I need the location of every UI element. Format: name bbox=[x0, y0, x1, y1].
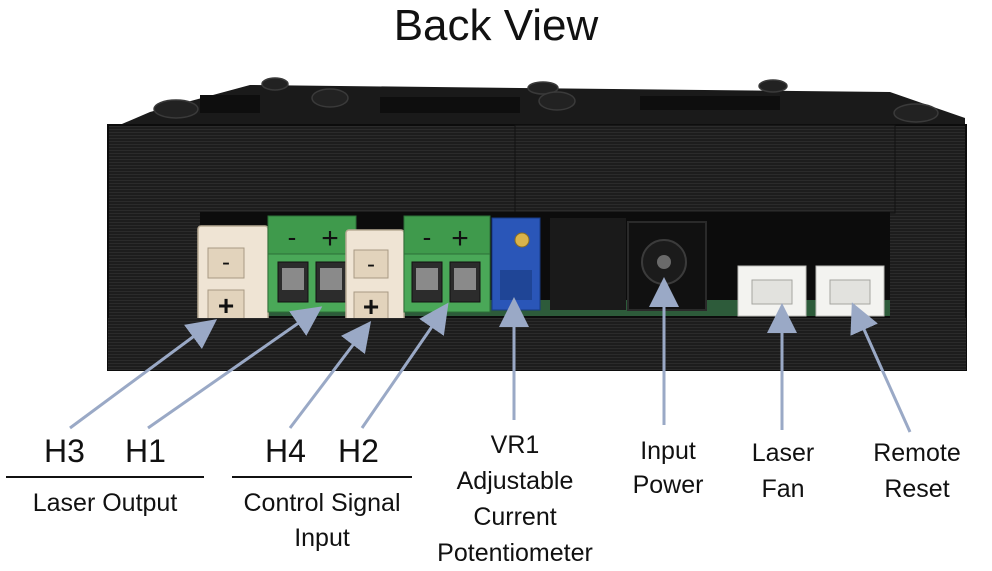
label-vr1-line2: Adjustable bbox=[456, 467, 574, 495]
connector-h4: - + bbox=[345, 229, 405, 329]
page-title: Back View bbox=[393, 1, 599, 50]
label-h1: H1 bbox=[125, 433, 166, 469]
label-remote-reset-line1: Remote bbox=[873, 439, 961, 467]
callout-arrows bbox=[69, 277, 912, 433]
h4-minus-glyph: - bbox=[367, 251, 375, 278]
dc-power-jack bbox=[627, 221, 707, 311]
h2-minus-glyph: - bbox=[423, 222, 432, 252]
underline-laser-output bbox=[6, 476, 204, 478]
label-h4: H4 bbox=[265, 433, 306, 469]
enclosure-bottom-lip bbox=[108, 318, 966, 370]
label-input-power-line2: Power bbox=[632, 471, 704, 499]
label-control-signal-line2: Input bbox=[294, 524, 350, 552]
arrow-h3 bbox=[69, 319, 218, 430]
label-vr1-line1: VR1 bbox=[490, 431, 540, 459]
label-control-signal-line1: Control Signal bbox=[243, 489, 401, 517]
label-vr1-line3: Current bbox=[473, 503, 557, 531]
label-laser-output: Laser Output bbox=[32, 489, 178, 517]
label-laser-fan-line2: Fan bbox=[761, 475, 805, 503]
h4-plus-glyph: + bbox=[363, 291, 379, 322]
screw-heads bbox=[153, 77, 939, 123]
label-laser-fan-line1: Laser bbox=[751, 439, 815, 467]
terminal-block-h2: - + bbox=[403, 215, 491, 313]
arrow-h2 bbox=[360, 302, 449, 429]
arrow-h4 bbox=[288, 321, 372, 429]
label-h2: H2 bbox=[338, 433, 379, 469]
arrow-h1 bbox=[147, 306, 323, 430]
terminal-block-h1: - + bbox=[267, 215, 357, 313]
h3-minus-glyph: - bbox=[222, 249, 230, 276]
underline-control-signal bbox=[232, 476, 412, 478]
h2-plus-glyph: + bbox=[451, 222, 469, 255]
label-h3: H3 bbox=[44, 433, 85, 469]
label-input-power-line1: Input bbox=[640, 437, 696, 465]
jst-connector-fan bbox=[737, 265, 807, 317]
h1-minus-glyph: - bbox=[288, 222, 297, 252]
arrow-remote-reset bbox=[850, 302, 912, 433]
connector-h3: - + bbox=[197, 225, 269, 329]
h1-plus-glyph: + bbox=[321, 222, 339, 255]
enclosure-top bbox=[108, 77, 965, 130]
label-vr1-line4: Potentiometer bbox=[437, 539, 593, 567]
label-remote-reset-line2: Reset bbox=[884, 475, 950, 503]
potentiometer-vr1 bbox=[491, 217, 541, 311]
h3-plus-glyph: + bbox=[218, 290, 234, 321]
jst-connector-reset bbox=[815, 265, 885, 317]
